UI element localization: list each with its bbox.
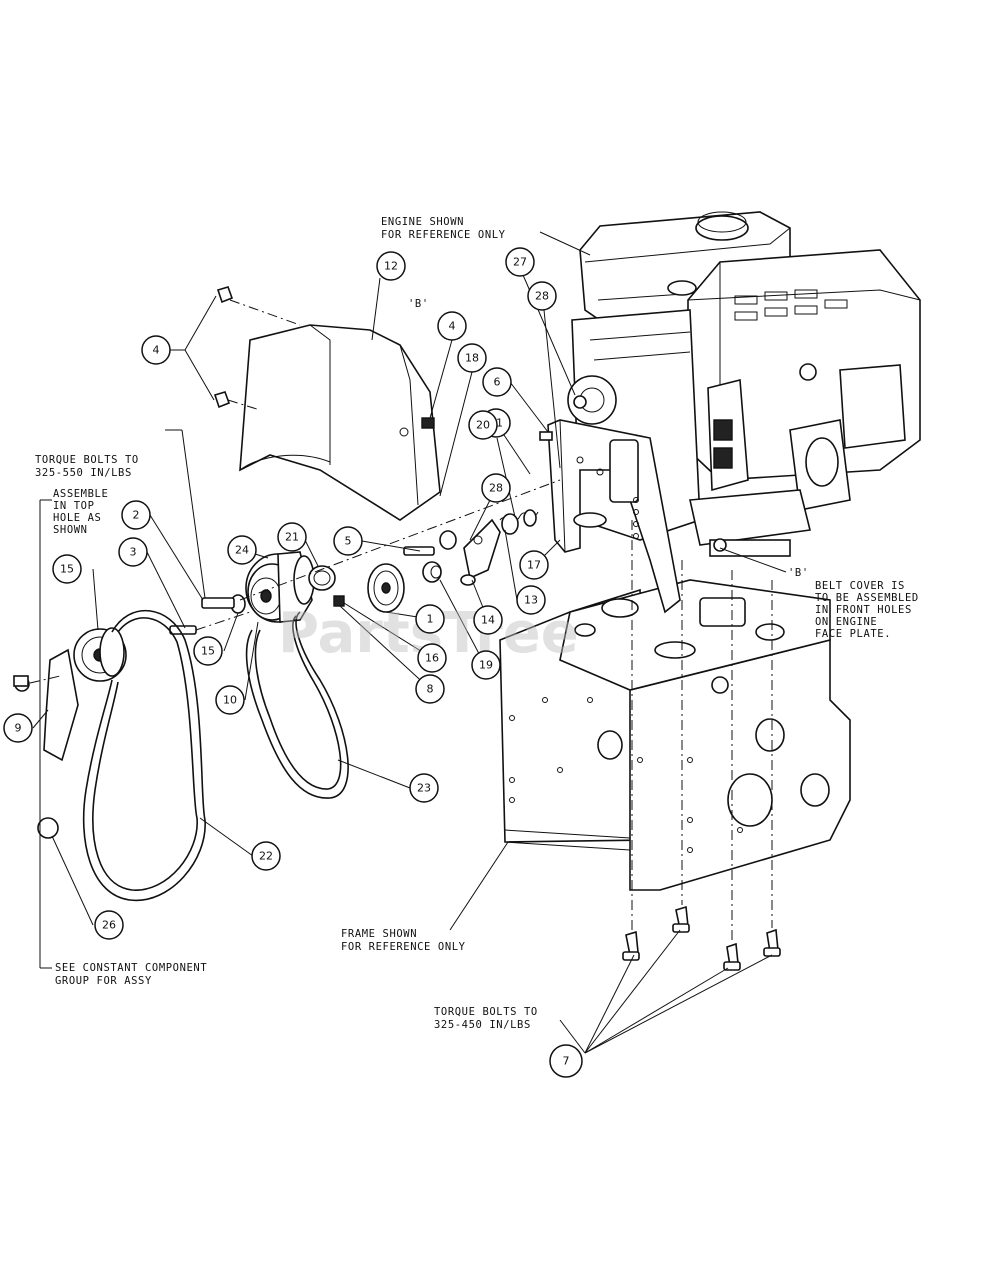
callout-2[interactable]: 2 <box>121 500 151 530</box>
svg-text:9: 9 <box>15 722 22 735</box>
callout-4-right[interactable]: 4 <box>437 311 467 341</box>
callout-17[interactable]: 17 <box>519 550 549 580</box>
belt-cover <box>239 324 441 521</box>
callout-3[interactable]: 3 <box>118 537 148 567</box>
callout-13[interactable]: 13 <box>516 585 546 615</box>
callout-1[interactable]: 1 <box>415 604 445 634</box>
belt-cover-note-line1: 'B' <box>788 567 809 579</box>
frame-drawing <box>499 579 851 891</box>
notes: ENGINE SHOWN FOR REFERENCE ONLY 'B' TORQ… <box>35 216 919 1031</box>
svg-text:6: 6 <box>494 376 501 389</box>
svg-text:8: 8 <box>427 683 434 696</box>
svg-text:10: 10 <box>223 694 237 707</box>
assemble-note-line4: SHOWN <box>53 524 88 536</box>
callout-4-left[interactable]: 4 <box>141 335 171 365</box>
frame-note-line2: FOR REFERENCE ONLY <box>341 941 466 953</box>
svg-text:12: 12 <box>384 260 398 273</box>
svg-text:28: 28 <box>535 290 549 303</box>
b-marker-top: 'B' <box>408 298 429 310</box>
svg-text:23: 23 <box>417 782 431 795</box>
see-note-line1: SEE CONSTANT COMPONENT <box>55 962 207 974</box>
engine-bracket <box>547 419 681 614</box>
belts-drawing <box>82 609 349 902</box>
callout-18[interactable]: 18 <box>457 343 487 373</box>
svg-text:18: 18 <box>465 352 479 365</box>
frame-bolts-drawing <box>622 905 781 971</box>
svg-text:24: 24 <box>235 544 249 557</box>
callout-15-upper[interactable]: 15 <box>52 554 82 584</box>
torque-lower-line1: TORQUE BOLTS TO <box>434 1006 538 1018</box>
callout-23[interactable]: 23 <box>409 773 439 803</box>
svg-text:28: 28 <box>489 482 503 495</box>
belt-cover-note-line5: ON ENGINE <box>815 616 877 628</box>
svg-text:17: 17 <box>527 559 541 572</box>
callout-28-upper[interactable]: 28 <box>527 281 557 311</box>
callout-16[interactable]: 16 <box>417 643 447 673</box>
callout-15-lower[interactable]: 15 <box>193 636 223 666</box>
belt-cover-note-line2: BELT COVER IS <box>815 580 905 592</box>
pulley-drawing <box>14 509 539 839</box>
svg-text:21: 21 <box>285 531 299 544</box>
callout-27[interactable]: 27 <box>505 247 535 277</box>
callout-6[interactable]: 6 <box>482 367 512 397</box>
torque-upper-line1: TORQUE BOLTS TO <box>35 454 139 466</box>
belt-cover-note-line6: FACE PLATE. <box>815 628 891 640</box>
callout-20[interactable]: 20 <box>468 410 498 440</box>
callout-9[interactable]: 9 <box>3 713 33 743</box>
svg-text:15: 15 <box>60 563 74 576</box>
assemble-note-line3: HOLE AS <box>53 512 101 524</box>
torque-upper-line2: 325-550 IN/LBS <box>35 467 132 479</box>
callout-12[interactable]: 12 <box>376 251 406 281</box>
leader-lines <box>32 231 787 1054</box>
svg-text:19: 19 <box>479 659 493 672</box>
svg-text:26: 26 <box>102 919 116 932</box>
svg-text:4: 4 <box>449 320 456 333</box>
callout-24[interactable]: 24 <box>227 535 257 565</box>
svg-text:13: 13 <box>524 594 538 607</box>
callout-14[interactable]: 14 <box>473 605 503 635</box>
callout-22[interactable]: 22 <box>251 841 281 871</box>
torque-lower-line2: 325-450 IN/LBS <box>434 1019 531 1031</box>
engine-note-line1: ENGINE SHOWN <box>381 216 464 228</box>
engine-note-line2: FOR REFERENCE ONLY <box>381 229 506 241</box>
svg-text:15: 15 <box>201 645 215 658</box>
svg-text:22: 22 <box>259 850 273 863</box>
svg-text:4: 4 <box>153 344 160 357</box>
assemble-note-line2: IN TOP <box>53 500 95 512</box>
frame-note-line1: FRAME SHOWN <box>341 928 417 940</box>
assembly-lines <box>29 299 773 942</box>
svg-text:27: 27 <box>513 256 527 269</box>
svg-text:14: 14 <box>481 614 495 627</box>
callout-7[interactable]: 7 <box>549 1044 583 1078</box>
svg-text:3: 3 <box>130 546 137 559</box>
belt-cover-note-line3: TO BE ASSEMBLED <box>815 592 919 604</box>
callout-19[interactable]: 19 <box>471 650 501 680</box>
svg-text:20: 20 <box>476 419 490 432</box>
callout-28-lower[interactable]: 28 <box>481 473 511 503</box>
svg-text:2: 2 <box>133 509 140 522</box>
small-fasteners-drawing <box>13 286 553 687</box>
assemble-note-line1: ASSEMBLE <box>53 488 108 500</box>
callout-5[interactable]: 5 <box>333 526 363 556</box>
callout-21[interactable]: 21 <box>277 522 307 552</box>
belt-cover-note-line4: IN FRONT HOLES <box>815 604 912 616</box>
callout-8[interactable]: 8 <box>415 674 445 704</box>
callout-10[interactable]: 10 <box>215 685 245 715</box>
see-note-line2: GROUP FOR ASSY <box>55 975 152 987</box>
svg-text:7: 7 <box>563 1055 570 1068</box>
engine-drawing <box>567 211 921 557</box>
svg-text:1: 1 <box>427 613 434 626</box>
svg-text:5: 5 <box>345 535 352 548</box>
svg-text:16: 16 <box>425 652 439 665</box>
callout-26[interactable]: 26 <box>94 910 124 940</box>
